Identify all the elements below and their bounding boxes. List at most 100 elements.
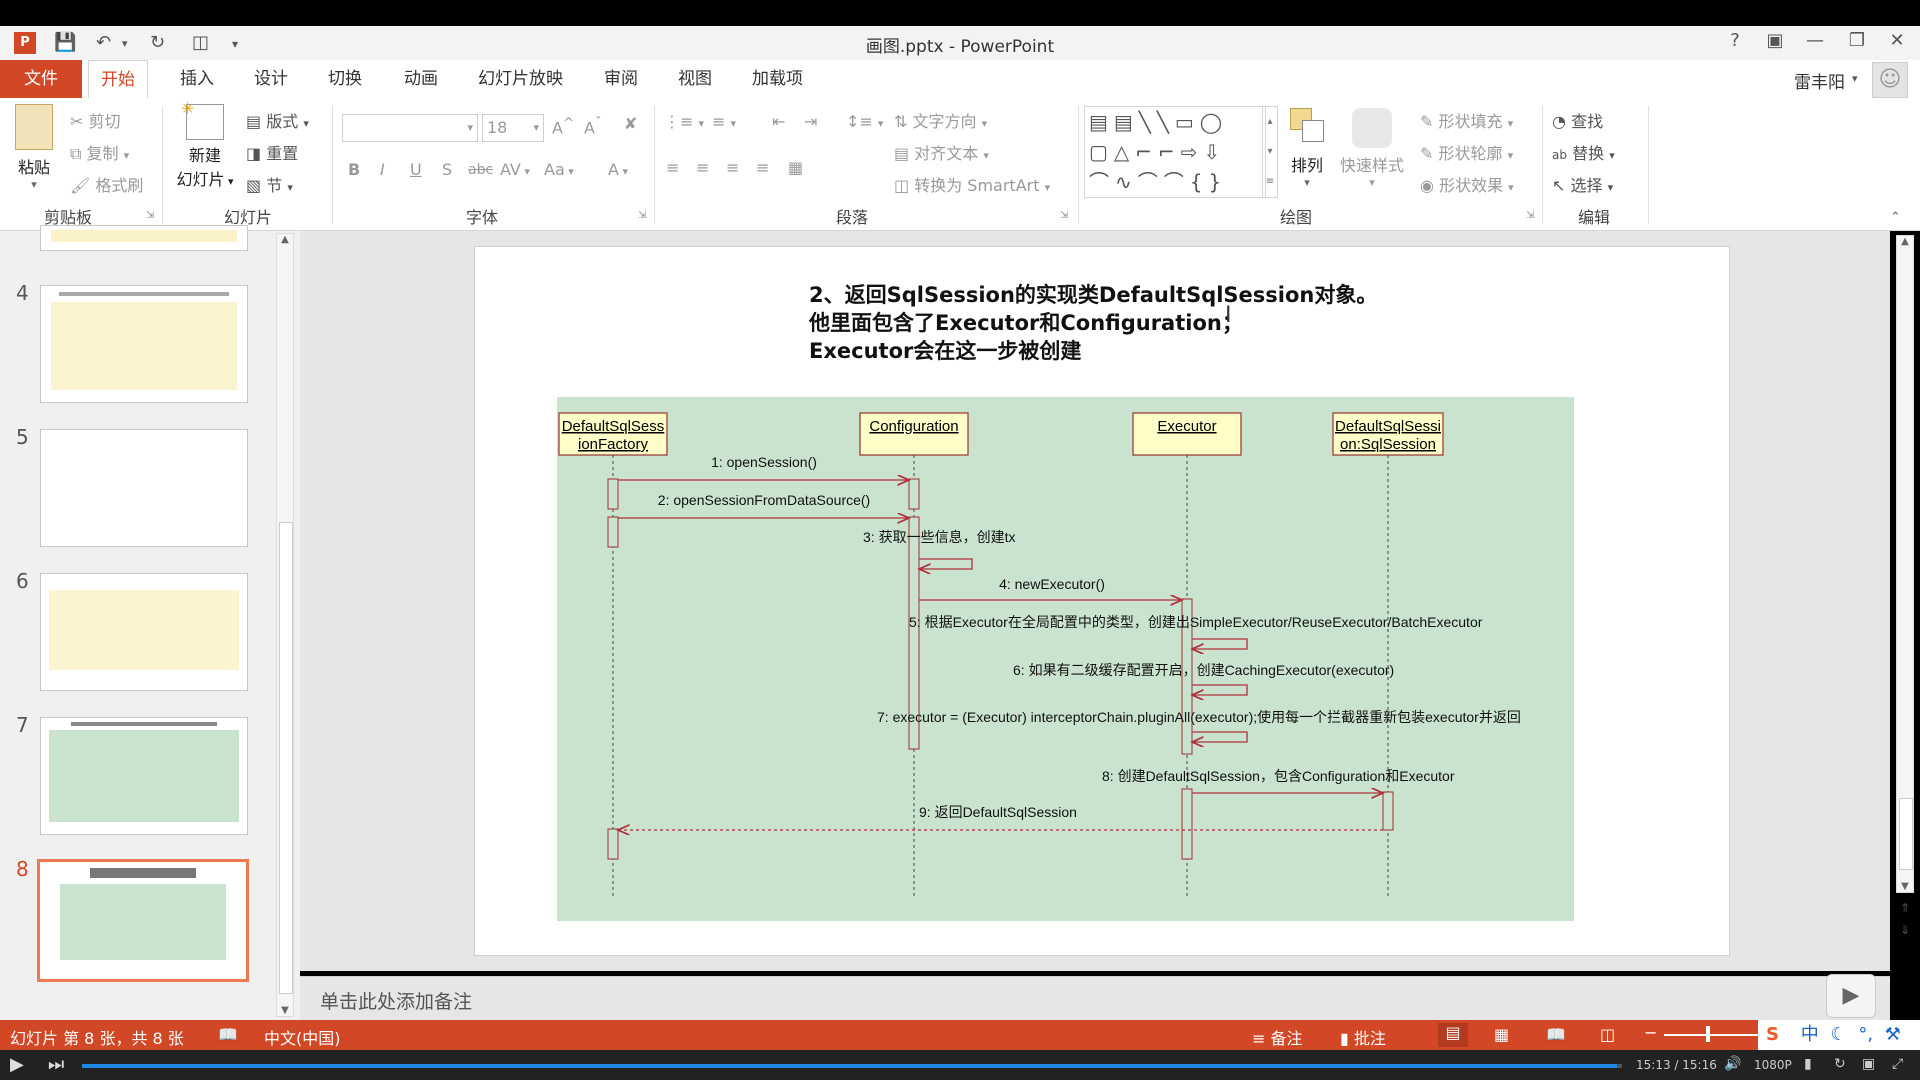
play-icon[interactable]: ▶ bbox=[10, 1054, 24, 1075]
shapes-scroll-icon[interactable]: ▴▾≡ bbox=[1262, 106, 1278, 198]
tab-insert[interactable]: 插入 bbox=[180, 69, 214, 89]
next-icon[interactable]: ⏭ bbox=[48, 1054, 65, 1075]
numbering-icon[interactable]: ≡ ▾ bbox=[712, 112, 737, 131]
shape-effects-button[interactable]: ◉ 形状效果 ▾ bbox=[1420, 176, 1514, 195]
align-center-icon[interactable]: ≡ bbox=[696, 158, 710, 177]
reading-view-icon[interactable]: 📖 bbox=[1546, 1025, 1566, 1044]
save-icon[interactable]: 💾 bbox=[54, 32, 77, 53]
previous-slide-icon[interactable]: ⇑ bbox=[1900, 901, 1911, 915]
smartart-button[interactable]: ◫ 转换为 SmartArt ▾ bbox=[894, 176, 1051, 195]
tab-addins[interactable]: 加载项 bbox=[752, 69, 803, 89]
change-case-button[interactable]: Aa ▾ bbox=[544, 160, 574, 179]
shape-fill-button[interactable]: ✎ 形状填充 ▾ bbox=[1420, 112, 1514, 131]
slide-thumbnail-7[interactable] bbox=[40, 717, 248, 835]
volume-icon[interactable]: 🔊 bbox=[1724, 1056, 1742, 1072]
ribbon-display-icon[interactable]: ▣ bbox=[1766, 30, 1784, 51]
char-spacing-button[interactable]: AV ▾ bbox=[500, 160, 530, 179]
tab-design[interactable]: 设计 bbox=[254, 69, 288, 89]
danmaku-icon[interactable]: ▮ bbox=[1804, 1056, 1812, 1072]
avatar[interactable]: ☺ bbox=[1872, 62, 1908, 98]
user-dropdown-icon[interactable]: ▾ bbox=[1852, 72, 1858, 85]
language-indicator[interactable]: 中文(中国) bbox=[264, 1029, 341, 1048]
quality-label[interactable]: 1080P bbox=[1754, 1058, 1792, 1072]
find-button[interactable]: ◔ 查找 bbox=[1552, 112, 1604, 131]
pip-icon[interactable]: ▣ bbox=[1862, 1056, 1876, 1072]
collapse-ribbon-icon[interactable]: ⌃ bbox=[1890, 210, 1901, 225]
undo-icon[interactable]: ↶ bbox=[96, 32, 112, 53]
italic-button[interactable]: I bbox=[380, 160, 385, 179]
tab-file[interactable]: 文件 bbox=[0, 60, 82, 98]
font-size-combobox[interactable]: 18▾ bbox=[482, 114, 544, 142]
scrollbar-thumb[interactable] bbox=[279, 522, 293, 994]
notes-placeholder[interactable]: 单击此处添加备注 bbox=[320, 991, 473, 1013]
notes-pane[interactable]: 单击此处添加备注 ▶ bbox=[300, 974, 1890, 1021]
comments-toggle-button[interactable]: ▮ 批注 bbox=[1340, 1029, 1386, 1048]
replace-button[interactable]: ab 替换 ▾ bbox=[1552, 144, 1615, 163]
copy-button[interactable]: ⧉ 复制 ▾ bbox=[70, 144, 130, 163]
clear-formatting-icon[interactable]: ✘ bbox=[624, 114, 638, 133]
undo-dropdown-icon[interactable]: ▾ bbox=[122, 37, 128, 50]
loop-icon[interactable]: ↻ bbox=[1834, 1056, 1846, 1072]
select-button[interactable]: ↖ 选择 ▾ bbox=[1552, 176, 1614, 195]
thumbnail-scrollbar[interactable]: ▲ ▼ bbox=[276, 233, 294, 1017]
scrollbar-thumb[interactable] bbox=[1899, 798, 1913, 870]
cut-button[interactable]: ✂ 剪切 bbox=[70, 112, 121, 131]
zoom-out-icon[interactable]: − bbox=[1644, 1023, 1658, 1042]
justify-icon[interactable]: ≡ bbox=[756, 158, 770, 177]
align-left-icon[interactable]: ≡ bbox=[666, 158, 680, 177]
strikethrough-button[interactable]: abc bbox=[468, 162, 494, 178]
slide-canvas[interactable]: 2、返回SqlSession的实现类DefaultSqlSession对象。 他… bbox=[474, 246, 1730, 956]
grow-font-icon[interactable]: A^ bbox=[552, 116, 575, 138]
restore-icon[interactable]: ❐ bbox=[1848, 30, 1866, 51]
redo-icon[interactable]: ↻ bbox=[150, 32, 166, 53]
dialog-launcher-icon[interactable]: ⇲ bbox=[146, 210, 155, 221]
paste-button[interactable]: 粘贴 ▾ bbox=[12, 104, 56, 194]
font-color-button[interactable]: A ▾ bbox=[608, 160, 628, 179]
bullets-icon[interactable]: ⋮≡ ▾ bbox=[664, 112, 705, 131]
slide-thumbnail-5[interactable] bbox=[40, 429, 248, 547]
normal-view-icon[interactable]: ▤ bbox=[1438, 1023, 1468, 1047]
slideshow-view-icon[interactable]: ◫ bbox=[1600, 1025, 1616, 1044]
layout-button[interactable]: ▤ 版式 ▾ bbox=[246, 112, 309, 131]
slide-heading-line-2[interactable]: 他里面包含了Executor和Configuration； bbox=[809, 311, 1243, 335]
start-from-beginning-icon[interactable]: ◫ bbox=[192, 32, 210, 53]
zoom-slider[interactable] bbox=[1664, 1034, 1776, 1036]
sequence-diagram[interactable]: DefaultSqlSess ionFactory Configuration … bbox=[557, 397, 1574, 921]
dialog-launcher-icon[interactable]: ⇲ bbox=[1060, 210, 1069, 221]
slide-sorter-view-icon[interactable]: ▦ bbox=[1494, 1025, 1510, 1044]
columns-icon[interactable]: ▦ bbox=[788, 158, 804, 177]
minimize-icon[interactable]: — bbox=[1806, 30, 1824, 51]
shadow-button[interactable]: S bbox=[442, 160, 453, 179]
tab-transitions[interactable]: 切换 bbox=[328, 69, 362, 89]
ime-toolbar[interactable]: S 中 ☾ °, ⚒ bbox=[1758, 1020, 1920, 1050]
slide-thumbnail-8[interactable] bbox=[37, 859, 249, 982]
help-icon[interactable]: ? bbox=[1730, 30, 1740, 51]
text-direction-button[interactable]: ⇅ 文字方向 ▾ bbox=[894, 112, 988, 131]
tab-animations[interactable]: 动画 bbox=[404, 69, 438, 89]
format-painter-button[interactable]: 🖌 格式刷 bbox=[70, 176, 144, 195]
align-text-button[interactable]: ▤ 对齐文本 ▾ bbox=[894, 144, 989, 163]
tab-review[interactable]: 审阅 bbox=[604, 69, 638, 89]
slide-thumbnail-6[interactable] bbox=[40, 573, 248, 691]
increase-indent-icon[interactable]: ⇥ bbox=[804, 112, 818, 131]
next-slide-icon[interactable]: ⇓ bbox=[1900, 923, 1911, 937]
slide-heading-line-3[interactable]: Executor会在这一步被创建 bbox=[809, 339, 1082, 363]
progress-track[interactable] bbox=[82, 1064, 1622, 1068]
shrink-font-icon[interactable]: Aˇ bbox=[584, 116, 602, 138]
shapes-gallery[interactable]: ▤▤╲╲▭◯ ▢△⌐⌐⇨⇩ ⌒∿⌒⌒{} bbox=[1084, 106, 1266, 198]
slide-thumbnail-4[interactable] bbox=[40, 285, 248, 403]
bold-button[interactable]: B bbox=[348, 160, 361, 179]
shape-outline-button[interactable]: ✎ 形状轮廓 ▾ bbox=[1420, 144, 1514, 163]
section-button[interactable]: ▧ 节 ▾ bbox=[246, 176, 293, 195]
tab-home[interactable]: 开始 bbox=[88, 60, 148, 99]
user-name[interactable]: 雷丰阳 bbox=[1794, 73, 1845, 93]
tab-view[interactable]: 视图 bbox=[678, 69, 712, 89]
arrange-button[interactable]: 排列 ▾ bbox=[1290, 108, 1324, 189]
font-name-combobox[interactable]: ▾ bbox=[342, 114, 478, 142]
close-icon[interactable]: ✕ bbox=[1889, 30, 1905, 51]
underline-button[interactable]: U bbox=[410, 160, 422, 179]
spell-check-icon[interactable]: 📖 bbox=[218, 1025, 238, 1044]
zoom-slider-thumb[interactable] bbox=[1706, 1026, 1710, 1042]
tab-slideshow[interactable]: 幻灯片放映 bbox=[478, 69, 563, 89]
new-slide-button[interactable]: ✳ 新建 幻灯片 ▾ bbox=[176, 99, 234, 189]
